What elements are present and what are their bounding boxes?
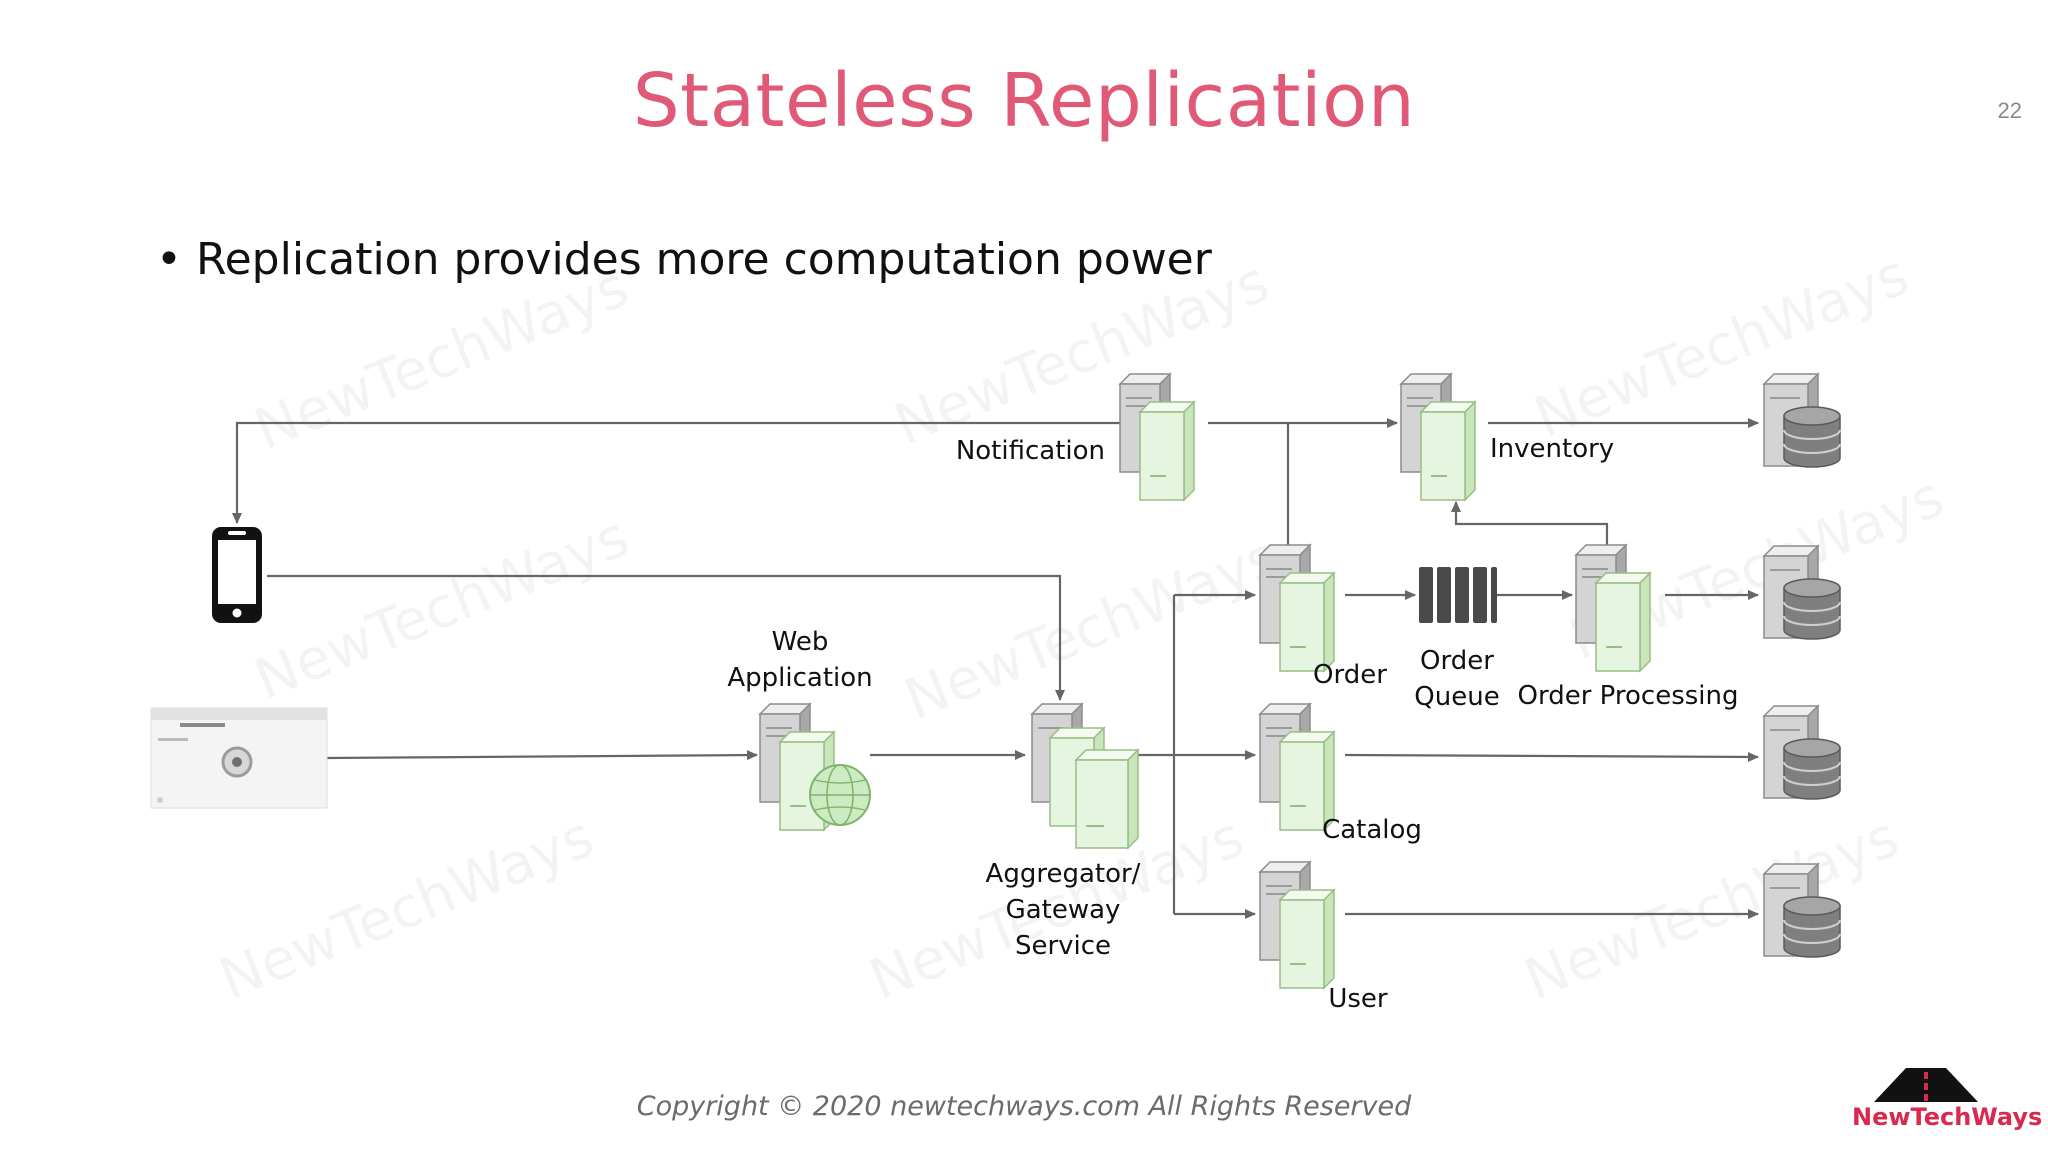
web-application-label-line1: Web bbox=[772, 627, 829, 657]
slide-title: Stateless Replication bbox=[632, 58, 1416, 144]
arrow-processing-to-inventory bbox=[1451, 501, 1609, 545]
copyright-footer: Copyright © 2020 newtechways.com All Rig… bbox=[636, 1091, 1412, 1122]
web-browser-icon bbox=[150, 707, 328, 809]
order-queue-label-line1: Order bbox=[1420, 646, 1494, 676]
user-label: User bbox=[1328, 984, 1388, 1014]
order-processing-label: Order Processing bbox=[1518, 681, 1739, 711]
bullet-point: • Replication provides more computation p… bbox=[156, 234, 1212, 285]
inventory-database-icon bbox=[1763, 373, 1841, 468]
bullet-text: Replication provides more computation po… bbox=[196, 234, 1212, 285]
order-label: Order bbox=[1313, 660, 1387, 690]
page-number: 22 bbox=[1997, 98, 2022, 123]
inventory-server-icon bbox=[1400, 373, 1476, 501]
catalog-server-icon bbox=[1259, 703, 1335, 831]
catalog-database-icon bbox=[1763, 705, 1841, 800]
gateway-label-line2: Gateway bbox=[1006, 895, 1121, 925]
watermark-text: NewTechWays bbox=[896, 524, 1288, 733]
notification-server-icon bbox=[1119, 373, 1195, 501]
arrow-catalog-to-db bbox=[1344, 751, 1759, 762]
brand-logo-text: NewTechWays bbox=[1852, 1103, 2043, 1131]
gateway-label-line3: Service bbox=[1015, 931, 1111, 961]
catalog-label: Catalog bbox=[1322, 815, 1422, 845]
order-server-icon bbox=[1259, 544, 1335, 672]
watermark-text: NewTechWays bbox=[211, 804, 603, 1013]
gateway-server-cluster-icon bbox=[1030, 702, 1140, 850]
bullet-dot-icon: • bbox=[156, 234, 182, 285]
gateway-label-line1: Aggregator/ bbox=[986, 859, 1141, 889]
watermark-text: NewTechWays bbox=[1516, 804, 1908, 1013]
order-queue-icon bbox=[1419, 567, 1497, 623]
order-queue-label-line2: Queue bbox=[1414, 682, 1499, 712]
web-application-label-line2: Application bbox=[727, 663, 872, 693]
watermark-text: NewTechWays bbox=[1526, 242, 1918, 451]
notification-label: Notification bbox=[956, 436, 1105, 466]
web-application-server-icon bbox=[759, 703, 871, 831]
watermark-text: NewTechWays bbox=[886, 249, 1278, 458]
user-server-icon bbox=[1259, 861, 1335, 989]
arrow-browser-to-webapp bbox=[326, 750, 758, 761]
connectors bbox=[232, 418, 1759, 919]
mobile-phone-icon bbox=[212, 527, 262, 623]
watermark-text: NewTechWays bbox=[246, 254, 638, 463]
arrow-phone-to-gateway bbox=[267, 574, 1065, 701]
arrow-notification-to-phone bbox=[232, 421, 1122, 524]
road-logo-icon bbox=[1874, 1068, 1978, 1102]
watermark-text: NewTechWays bbox=[246, 504, 638, 713]
inventory-label: Inventory bbox=[1490, 434, 1614, 464]
